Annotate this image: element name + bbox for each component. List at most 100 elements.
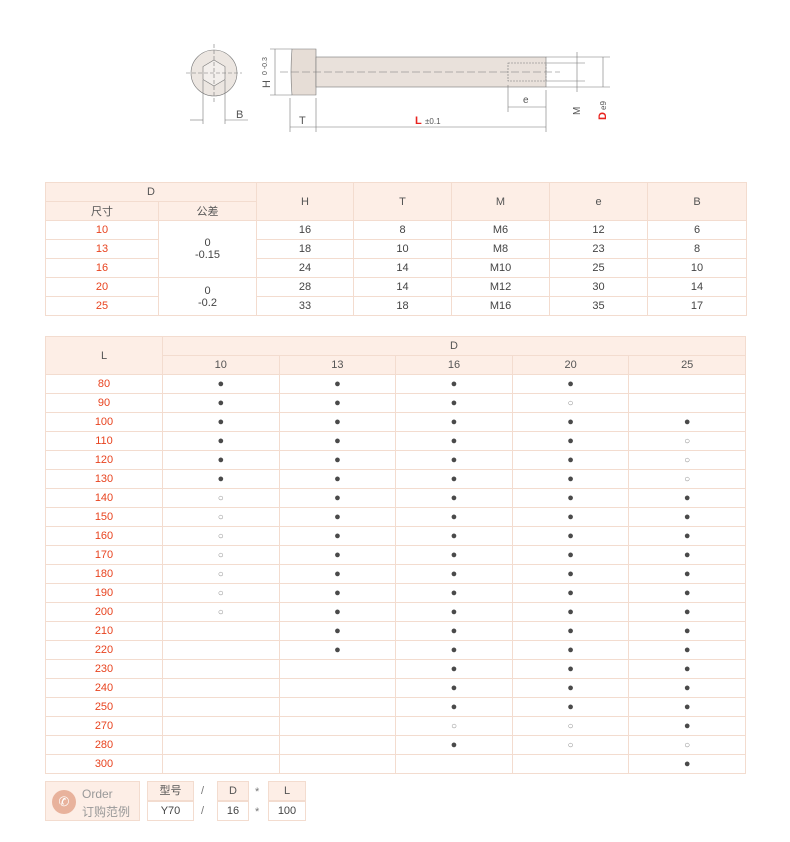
cell-empty [162,640,280,660]
cell-availability: ● [511,431,630,451]
cell-availability: ● [278,450,397,470]
standard-mark: ● [683,644,691,656]
h-tolerance: 0 -0.3 [262,57,269,75]
cell-availability: ● [278,374,397,394]
table-row: 230●●● [45,659,746,679]
cell-d: 16 [45,258,159,278]
cell-availability: ● [395,412,513,432]
cell-availability: ● [278,412,397,432]
order-value-model: Y70 [147,801,194,821]
header-b: B [647,182,748,221]
standard-mark: ● [450,435,458,447]
standard-mark: ● [683,625,691,637]
standard-mark: ● [334,511,341,523]
table-row: 130●●●●○ [45,469,746,489]
l-label: L [415,115,422,127]
standard-mark: ● [683,568,691,580]
standard-mark: ● [683,549,691,561]
standard-mark: ● [567,378,574,390]
cell-availability: ● [395,621,513,641]
cell-availability: ○ [511,393,630,413]
cell-m: M8 [451,239,551,259]
cell-availability: ● [395,602,513,622]
standard-mark: ● [450,663,458,675]
cell-availability: ● [278,564,397,584]
semi-standard-mark: ○ [217,512,224,523]
cell-availability: ● [278,507,397,527]
standard-mark: ● [567,549,574,561]
header-size: 尺寸 [45,201,159,221]
header-e: e [549,182,649,221]
cell-l: 150 [45,507,163,527]
cell-l: 80 [45,374,163,394]
cell-empty [162,735,280,755]
standard-mark: ● [334,492,341,504]
header-d-value: 16 [395,355,513,375]
l-tolerance: ±0.1 [425,117,441,126]
table-row: 160○●●●● [45,526,746,546]
cell-l: 190 [45,583,163,603]
standard-mark: ● [567,568,574,580]
cell-l: 220 [45,640,163,660]
standard-mark: ● [334,473,341,485]
cell-availability: ● [162,469,280,489]
m-label: M [572,107,583,115]
table-row: 90●●●○ [45,393,746,413]
cell-availability: ● [628,602,746,622]
order-header-model: 型号 [147,781,194,801]
standard-mark: ● [334,568,341,580]
cell-availability: ● [278,602,397,622]
cell-availability: ○ [162,602,280,622]
cell-l: 110 [45,431,163,451]
cell-e: 30 [549,277,649,297]
header-d-value: 20 [511,355,630,375]
b-label: B [236,109,243,121]
cell-availability: ● [278,583,397,603]
cell-availability: ● [628,697,746,717]
cell-t: 14 [353,277,453,297]
cell-empty [162,754,280,774]
cell-e: 23 [549,239,649,259]
cell-b: 8 [647,239,748,259]
cell-availability: ● [278,545,397,565]
table-row: 200○●●●● [45,602,746,622]
standard-mark: ● [217,454,225,466]
semi-standard-mark: ○ [684,455,691,466]
cell-availability: ● [511,507,630,527]
standard-mark: ● [450,587,458,599]
semi-standard-mark: ○ [684,474,691,485]
cell-availability: ● [395,659,513,679]
cell-empty [278,659,397,679]
standard-mark: ● [450,454,458,466]
cell-l: 90 [45,393,163,413]
cell-l: 170 [45,545,163,565]
cell-availability: ● [278,469,397,489]
cell-availability: ● [395,450,513,470]
cell-empty [162,678,280,698]
cell-availability: ● [511,374,630,394]
standard-mark: ● [450,549,458,561]
table-row: 270○○● [45,716,746,736]
standard-mark: ● [567,682,574,694]
table-row: 250●●● [45,697,746,717]
semi-standard-mark: ○ [217,493,224,504]
standard-mark: ● [683,720,691,732]
cell-availability: ● [278,393,397,413]
cell-availability: ○ [395,716,513,736]
cell-availability: ● [511,697,630,717]
cell-availability: ● [628,583,746,603]
h-label: H [261,80,273,88]
cell-h: 18 [256,239,355,259]
cell-availability: ● [395,545,513,565]
header-d-value: 13 [278,355,397,375]
order-value-d: 16 [217,801,249,821]
cell-availability: ● [511,564,630,584]
standard-mark: ● [217,473,225,485]
semi-standard-mark: ○ [684,436,691,447]
cell-m: M12 [451,277,551,297]
cell-h: 28 [256,277,355,297]
cell-availability: ○ [628,469,746,489]
header-tolerance: 公差 [157,201,258,221]
